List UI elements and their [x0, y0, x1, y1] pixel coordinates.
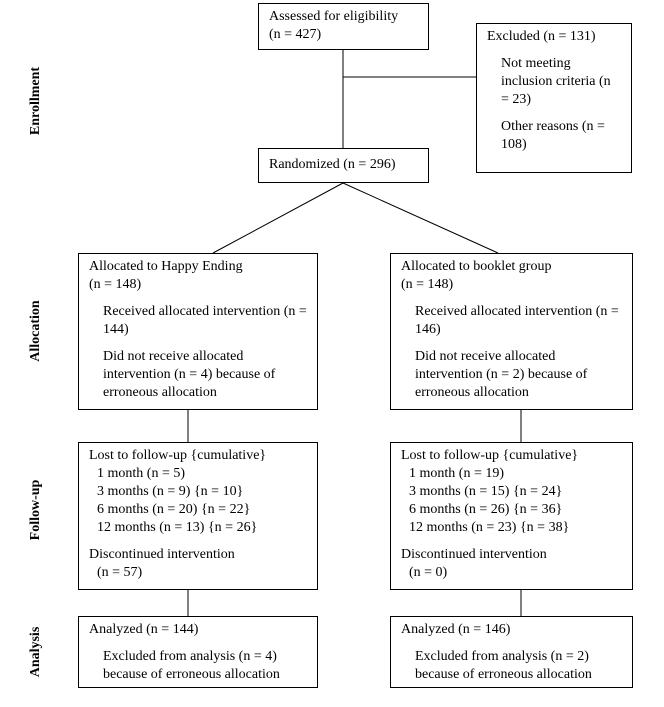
excluded-from-analysis: Excluded from analysis (n = 4) because o… — [103, 649, 280, 682]
line-randomized-to-booklet — [342, 182, 499, 254]
randomized-text: Randomized (n = 296) — [269, 157, 396, 172]
excluded-box: Excluded (n = 131) Not meeting inclusion… — [476, 23, 632, 173]
discontinued-line-2: (n = 0) — [409, 565, 448, 580]
stage-label-analysis: Analysis — [28, 626, 43, 678]
excluded-reason-1: Not meeting inclusion criteria (n = 23) — [501, 56, 611, 107]
lost-followup-item: 12 months (n = 13) {n = 26} — [97, 520, 258, 535]
excluded-reason-2: Other reasons (n = 108) — [501, 119, 605, 152]
lost-followup-item: 1 month (n = 5) — [97, 466, 185, 481]
randomized-box: Randomized (n = 296) — [258, 148, 429, 183]
assessed-line-2: (n = 427) — [269, 27, 322, 42]
stage-label-followup: Follow-up — [28, 479, 43, 541]
allocated-happy-ending-box: Allocated to Happy Ending (n = 148) Rece… — [78, 253, 318, 410]
discontinued-line-1: Discontinued intervention — [89, 547, 235, 562]
discontinued-line-1: Discontinued intervention — [401, 547, 547, 562]
discontinued-line-2: (n = 57) — [97, 565, 143, 580]
lost-followup-title: Lost to follow-up {cumulative} — [401, 448, 579, 463]
excluded-from-analysis: Excluded from analysis (n = 2) because o… — [415, 649, 592, 682]
lost-followup-item: 3 months (n = 15) {n = 24} — [409, 484, 563, 499]
analyzed-title: Analyzed (n = 144) — [89, 622, 199, 637]
allocation-title-line-2: (n = 148) — [89, 277, 142, 292]
assessed-line-1: Assessed for eligibility — [269, 9, 399, 24]
lost-followup-item: 3 months (n = 9) {n = 10} — [97, 484, 244, 499]
not-received-intervention: Did not receive allocated intervention (… — [415, 349, 588, 400]
received-intervention: Received allocated intervention (n = 146… — [415, 304, 619, 337]
stage-label-allocation: Allocation — [28, 300, 43, 362]
received-intervention: Received allocated intervention (n = 144… — [103, 304, 307, 337]
lost-followup-item: 6 months (n = 20) {n = 22} — [97, 502, 251, 517]
line-randomized-to-happy-ending — [212, 182, 344, 254]
analyzed-booklet-box: Analyzed (n = 146) Excluded from analysi… — [390, 616, 633, 688]
followup-booklet-box: Lost to follow-up {cumulative} 1 month (… — [390, 442, 633, 590]
allocation-title-line-1: Allocated to booklet group — [401, 259, 552, 274]
excluded-title: Excluded (n = 131) — [487, 29, 596, 44]
lost-followup-item: 12 months (n = 23) {n = 38} — [409, 520, 570, 535]
lost-followup-item: 6 months (n = 26) {n = 36} — [409, 502, 563, 517]
allocation-title-line-2: (n = 148) — [401, 277, 454, 292]
lost-followup-item: 1 month (n = 19) — [409, 466, 504, 481]
analyzed-title: Analyzed (n = 146) — [401, 622, 511, 637]
stage-label-enrollment: Enrollment — [28, 66, 43, 136]
lost-followup-title: Lost to follow-up {cumulative} — [89, 448, 267, 463]
assessed-eligibility-box: Assessed for eligibility (n = 427) — [258, 3, 429, 50]
allocation-title-line-1: Allocated to Happy Ending — [89, 259, 243, 274]
followup-happy-ending-box: Lost to follow-up {cumulative} 1 month (… — [78, 442, 318, 590]
not-received-intervention: Did not receive allocated intervention (… — [103, 349, 276, 400]
allocated-booklet-box: Allocated to booklet group (n = 148) Rec… — [390, 253, 633, 410]
analyzed-happy-ending-box: Analyzed (n = 144) Excluded from analysi… — [78, 616, 318, 688]
